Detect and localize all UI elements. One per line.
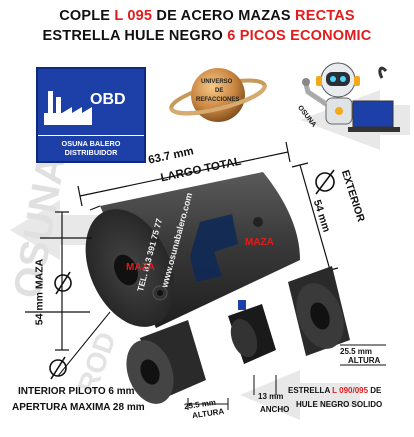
diameter-symbol: [315, 172, 335, 192]
ancho-value: 13 mm: [258, 392, 284, 401]
estrella-line-2: HULE NEGRO SOLIDO: [296, 400, 383, 409]
planet-line-2: DE: [215, 88, 224, 94]
maza-diameter: 54 mm MAZA: [33, 258, 46, 326]
spider-visible: [190, 214, 238, 282]
right-hub-exploded: [288, 266, 350, 356]
title-line-1: COPLE L 095 DE ACERO MAZAS RECTAS: [0, 8, 414, 24]
estrella-suffix: DE: [368, 386, 382, 395]
logo-text: OBD: [90, 91, 126, 108]
altura-right-value: 25.5 mm: [340, 347, 373, 356]
estrella-model: L 090/095: [332, 386, 369, 395]
title-text: ESTRELLA HULE NEGRO: [42, 28, 228, 44]
title-type: RECTAS: [295, 8, 355, 24]
robot-icon: [302, 62, 400, 132]
altura-right-label: ALTURA: [348, 356, 381, 365]
estrella-prefix: ESTRELLA: [288, 386, 333, 395]
title-text: DE ACERO MAZAS: [152, 8, 296, 24]
title-spider: 6 PICOS ECONOMIC: [227, 28, 372, 44]
title-text: COPLE: [59, 8, 115, 24]
ancho-label: ANCHO: [260, 405, 290, 414]
planet-icon: [169, 68, 268, 122]
title-line-2: ESTRELLA HULE NEGRO 6 PICOS ECONOMIC: [0, 28, 414, 44]
factory-icon: [44, 91, 92, 125]
estrella-text: ESTRELLA L 090/095 DE: [288, 386, 381, 395]
planet-line-3: REFACCIONES: [196, 97, 240, 103]
piloto-text: INTERIOR PILOTO 6 mm: [18, 386, 135, 397]
title-model: L 095: [114, 8, 153, 24]
diameter-symbol: [54, 274, 72, 292]
maza-left-label: MAZA: [126, 262, 155, 273]
apertura-text: APERTURA MAXIMA 28 mm: [12, 402, 145, 413]
logo-subtitle: OSUNA BALERO DISTRIBUIDOR: [38, 135, 144, 157]
spider-exploded: [228, 300, 276, 364]
planet-line-1: UNIVERSO: [201, 79, 233, 85]
maza-right-label: MAZA: [245, 237, 274, 248]
obd-logo: OBD OSUNA BALERO DISTRIBUIDOR: [36, 67, 146, 163]
left-hub-exploded: [126, 320, 206, 404]
